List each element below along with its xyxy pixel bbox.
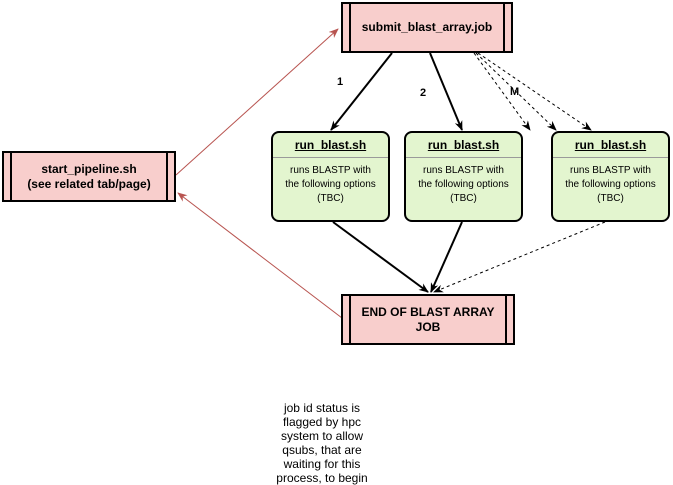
submit-blast-array-job-node[interactable]: submit_blast_array.job (341, 2, 513, 53)
edge-run-m-to-end (433, 221, 606, 293)
edge-submit-to-run-m-a (473, 52, 531, 131)
edge-submit-to-run-2 (429, 52, 463, 131)
run-blast-card-1-body: runs BLASTP with the following options (… (285, 165, 376, 204)
run-blast-card-2[interactable]: run_blast.sh runs BLASTP with the follow… (404, 131, 523, 222)
run-blast-card-1[interactable]: run_blast.sh runs BLASTP with the follow… (271, 131, 390, 222)
edge-label-m: M (510, 86, 520, 98)
end-of-blast-array-job-label: END OF BLAST ARRAY JOB (361, 304, 495, 334)
end-of-blast-array-job-node[interactable]: END OF BLAST ARRAY JOB (341, 294, 515, 345)
edge-submit-to-run-1 (330, 52, 393, 131)
run-blast-card-1-title: run_blast.sh (273, 133, 388, 158)
edge-end-to-start (177, 192, 343, 319)
edge-label-2: 2 (420, 87, 427, 99)
start-pipeline-label: start_pipeline.sh (see related tab/page) (27, 161, 151, 191)
edge-label-1: 1 (337, 76, 344, 88)
job-status-note: job id status is flagged by hpc system t… (276, 401, 368, 485)
run-blast-card-2-body: runs BLASTP with the following options (… (418, 165, 509, 204)
run-blast-card-m-body: runs BLASTP with the following options (… (565, 165, 656, 204)
edge-submit-to-run-m-c (477, 52, 592, 131)
edge-run-1-to-end (332, 221, 429, 293)
edge-run-2-to-end (430, 221, 463, 293)
edge-start-to-submit (175, 28, 339, 176)
run-blast-card-2-title: run_blast.sh (406, 133, 521, 158)
edge-submit-to-run-m-b (475, 52, 557, 131)
start-pipeline-node[interactable]: start_pipeline.sh (see related tab/page) (2, 151, 176, 202)
submit-blast-array-job-label: submit_blast_array.job (361, 20, 493, 34)
run-blast-card-m[interactable]: run_blast.sh runs BLASTP with the follow… (551, 131, 670, 222)
run-blast-card-m-title: run_blast.sh (553, 133, 668, 158)
